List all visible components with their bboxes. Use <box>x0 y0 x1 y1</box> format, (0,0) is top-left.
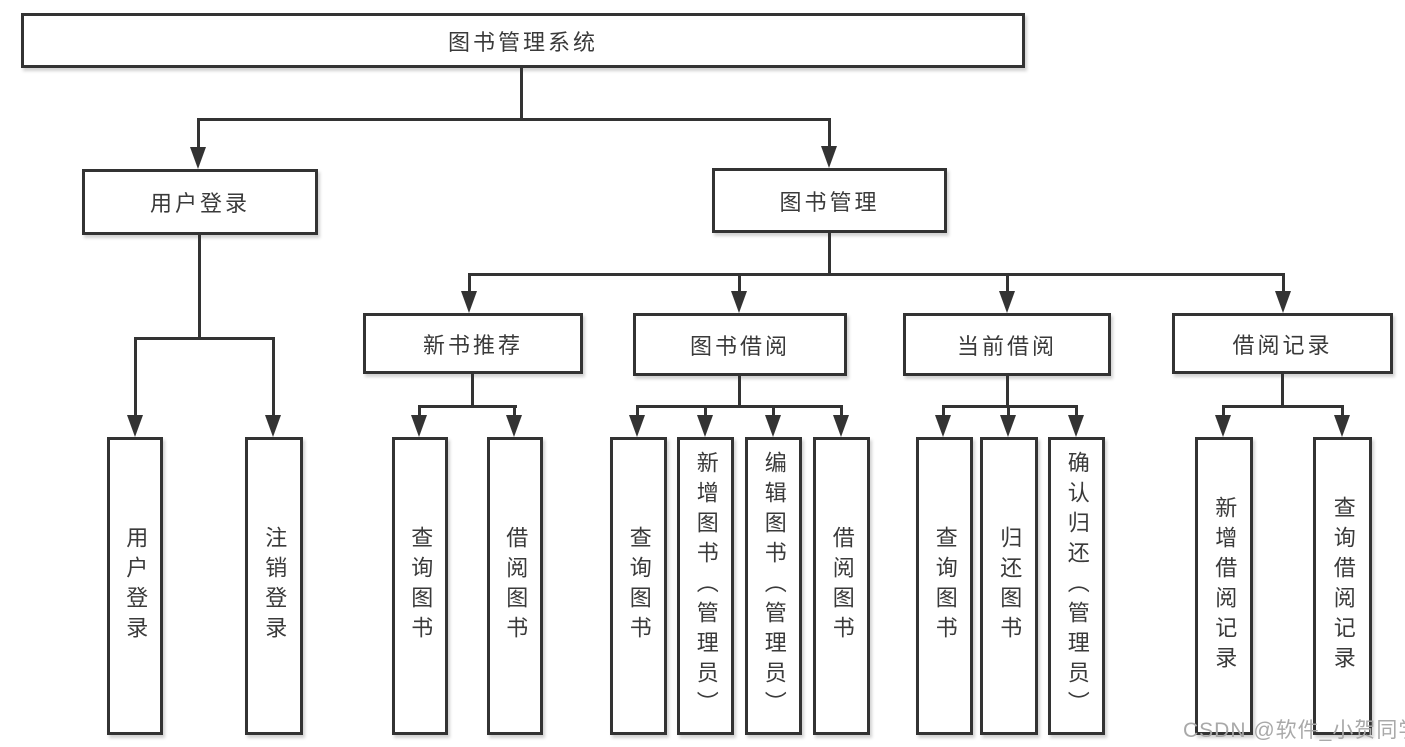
connector-line <box>468 273 1285 276</box>
arrowhead-icon <box>1334 415 1350 437</box>
leaf-query-borrow-record: 查询借阅记录 <box>1313 437 1372 735</box>
arrowhead-icon <box>999 291 1015 313</box>
connector-line <box>942 405 945 417</box>
watermark: CSDN @软件_小贺同学 <box>1183 719 1405 742</box>
node-label: 借阅图书 <box>503 526 529 646</box>
leaf-query-books-borrow: 查询图书 <box>610 437 667 735</box>
node-label: 编辑图书（管理员） <box>761 451 787 721</box>
node-user-login: 用户登录 <box>82 169 318 235</box>
node-label: 归还图书 <box>997 526 1023 646</box>
leaf-query-books-recommend: 查询图书 <box>392 437 448 735</box>
node-label: 借阅记录 <box>1232 332 1333 358</box>
connector-line <box>1006 273 1009 293</box>
node-label: 图书借阅 <box>689 333 790 359</box>
node-label: 借阅图书 <box>829 526 855 646</box>
node-borrowing-records: 借阅记录 <box>1172 313 1393 374</box>
node-label: 新书推荐 <box>422 332 523 358</box>
connector-line <box>1222 405 1225 417</box>
connector-line <box>772 405 775 417</box>
connector-line <box>942 405 1078 408</box>
arrowhead-icon <box>411 415 427 437</box>
arrowhead-icon <box>1000 415 1016 437</box>
connector-line <box>471 374 474 407</box>
leaf-edit-book-admin: 编辑图书（管理员） <box>745 437 802 735</box>
node-label: 用户登录 <box>149 191 250 216</box>
arrowhead-icon <box>697 415 713 437</box>
node-label: 新增借阅记录 <box>1212 496 1238 676</box>
leaf-return-book: 归还图书 <box>980 437 1038 735</box>
connector-line <box>840 405 843 417</box>
leaf-borrow-books-recommend: 借阅图书 <box>487 437 543 735</box>
node-label: 图书管理 <box>779 189 880 215</box>
arrowhead-icon <box>765 415 781 437</box>
arrowhead-icon <box>190 147 206 169</box>
connector-line <box>1341 405 1344 417</box>
arrowhead-icon <box>1215 415 1231 437</box>
node-label: 查询图书 <box>626 526 652 646</box>
connector-line <box>738 273 741 293</box>
node-book-management: 图书管理 <box>712 168 947 233</box>
arrowhead-icon <box>1068 415 1084 437</box>
connector-line <box>520 68 523 121</box>
arrowhead-icon <box>506 415 522 437</box>
connector-line <box>1075 405 1078 417</box>
node-label: 当前借阅 <box>956 333 1057 359</box>
arrowhead-icon <box>265 415 281 437</box>
leaf-add-borrow-record: 新增借阅记录 <box>1195 437 1253 735</box>
node-label: 查询图书 <box>932 526 958 646</box>
node-label: 图书管理系统 <box>447 29 598 55</box>
node-new-book-recommend: 新书推荐 <box>363 313 583 374</box>
arrowhead-icon <box>833 415 849 437</box>
leaf-borrow-books: 借阅图书 <box>813 437 870 735</box>
node-current-borrowing: 当前借阅 <box>903 313 1111 376</box>
arrowhead-icon <box>731 291 747 313</box>
connector-line <box>197 118 200 149</box>
node-library-system: 图书管理系统 <box>21 13 1025 68</box>
connector-line <box>134 337 137 417</box>
arrowhead-icon <box>461 291 477 313</box>
node-label: 查询借阅记录 <box>1330 496 1356 676</box>
leaf-user-login: 用户登录 <box>107 437 163 735</box>
node-label: 查询图书 <box>408 526 434 646</box>
connector-line <box>828 233 831 275</box>
node-label: 新增图书（管理员） <box>693 451 719 721</box>
connector-line <box>828 118 831 148</box>
connector-line <box>1007 405 1010 417</box>
connector-line <box>272 337 275 417</box>
connector-line <box>198 235 201 340</box>
connector-line <box>738 376 741 407</box>
connector-line <box>197 118 831 121</box>
node-book-borrowing: 图书借阅 <box>633 313 847 376</box>
connector-line <box>1006 376 1009 407</box>
connector-line <box>134 337 275 340</box>
connector-line <box>636 405 639 417</box>
arrowhead-icon <box>629 415 645 437</box>
connector-line <box>468 273 471 293</box>
node-label: 确认归还（管理员） <box>1064 451 1090 721</box>
arrowhead-icon <box>127 415 143 437</box>
node-label: 用户登录 <box>123 526 149 646</box>
connector-line <box>1282 273 1285 293</box>
connector-line <box>418 405 421 417</box>
connector-line <box>1281 374 1284 407</box>
node-label: 注销登录 <box>262 526 288 646</box>
arrowhead-icon <box>935 415 951 437</box>
leaf-add-book-admin: 新增图书（管理员） <box>677 437 734 735</box>
arrowhead-icon <box>1275 291 1291 313</box>
connector-line <box>704 405 707 417</box>
leaf-query-books-current: 查询图书 <box>916 437 973 735</box>
arrowhead-icon <box>821 146 837 168</box>
connector-line <box>636 405 843 408</box>
connector-line <box>1222 405 1344 408</box>
leaf-logout: 注销登录 <box>245 437 303 735</box>
leaf-confirm-return-admin: 确认归还（管理员） <box>1048 437 1105 735</box>
connector-line <box>513 405 516 417</box>
connector-line <box>418 405 517 408</box>
